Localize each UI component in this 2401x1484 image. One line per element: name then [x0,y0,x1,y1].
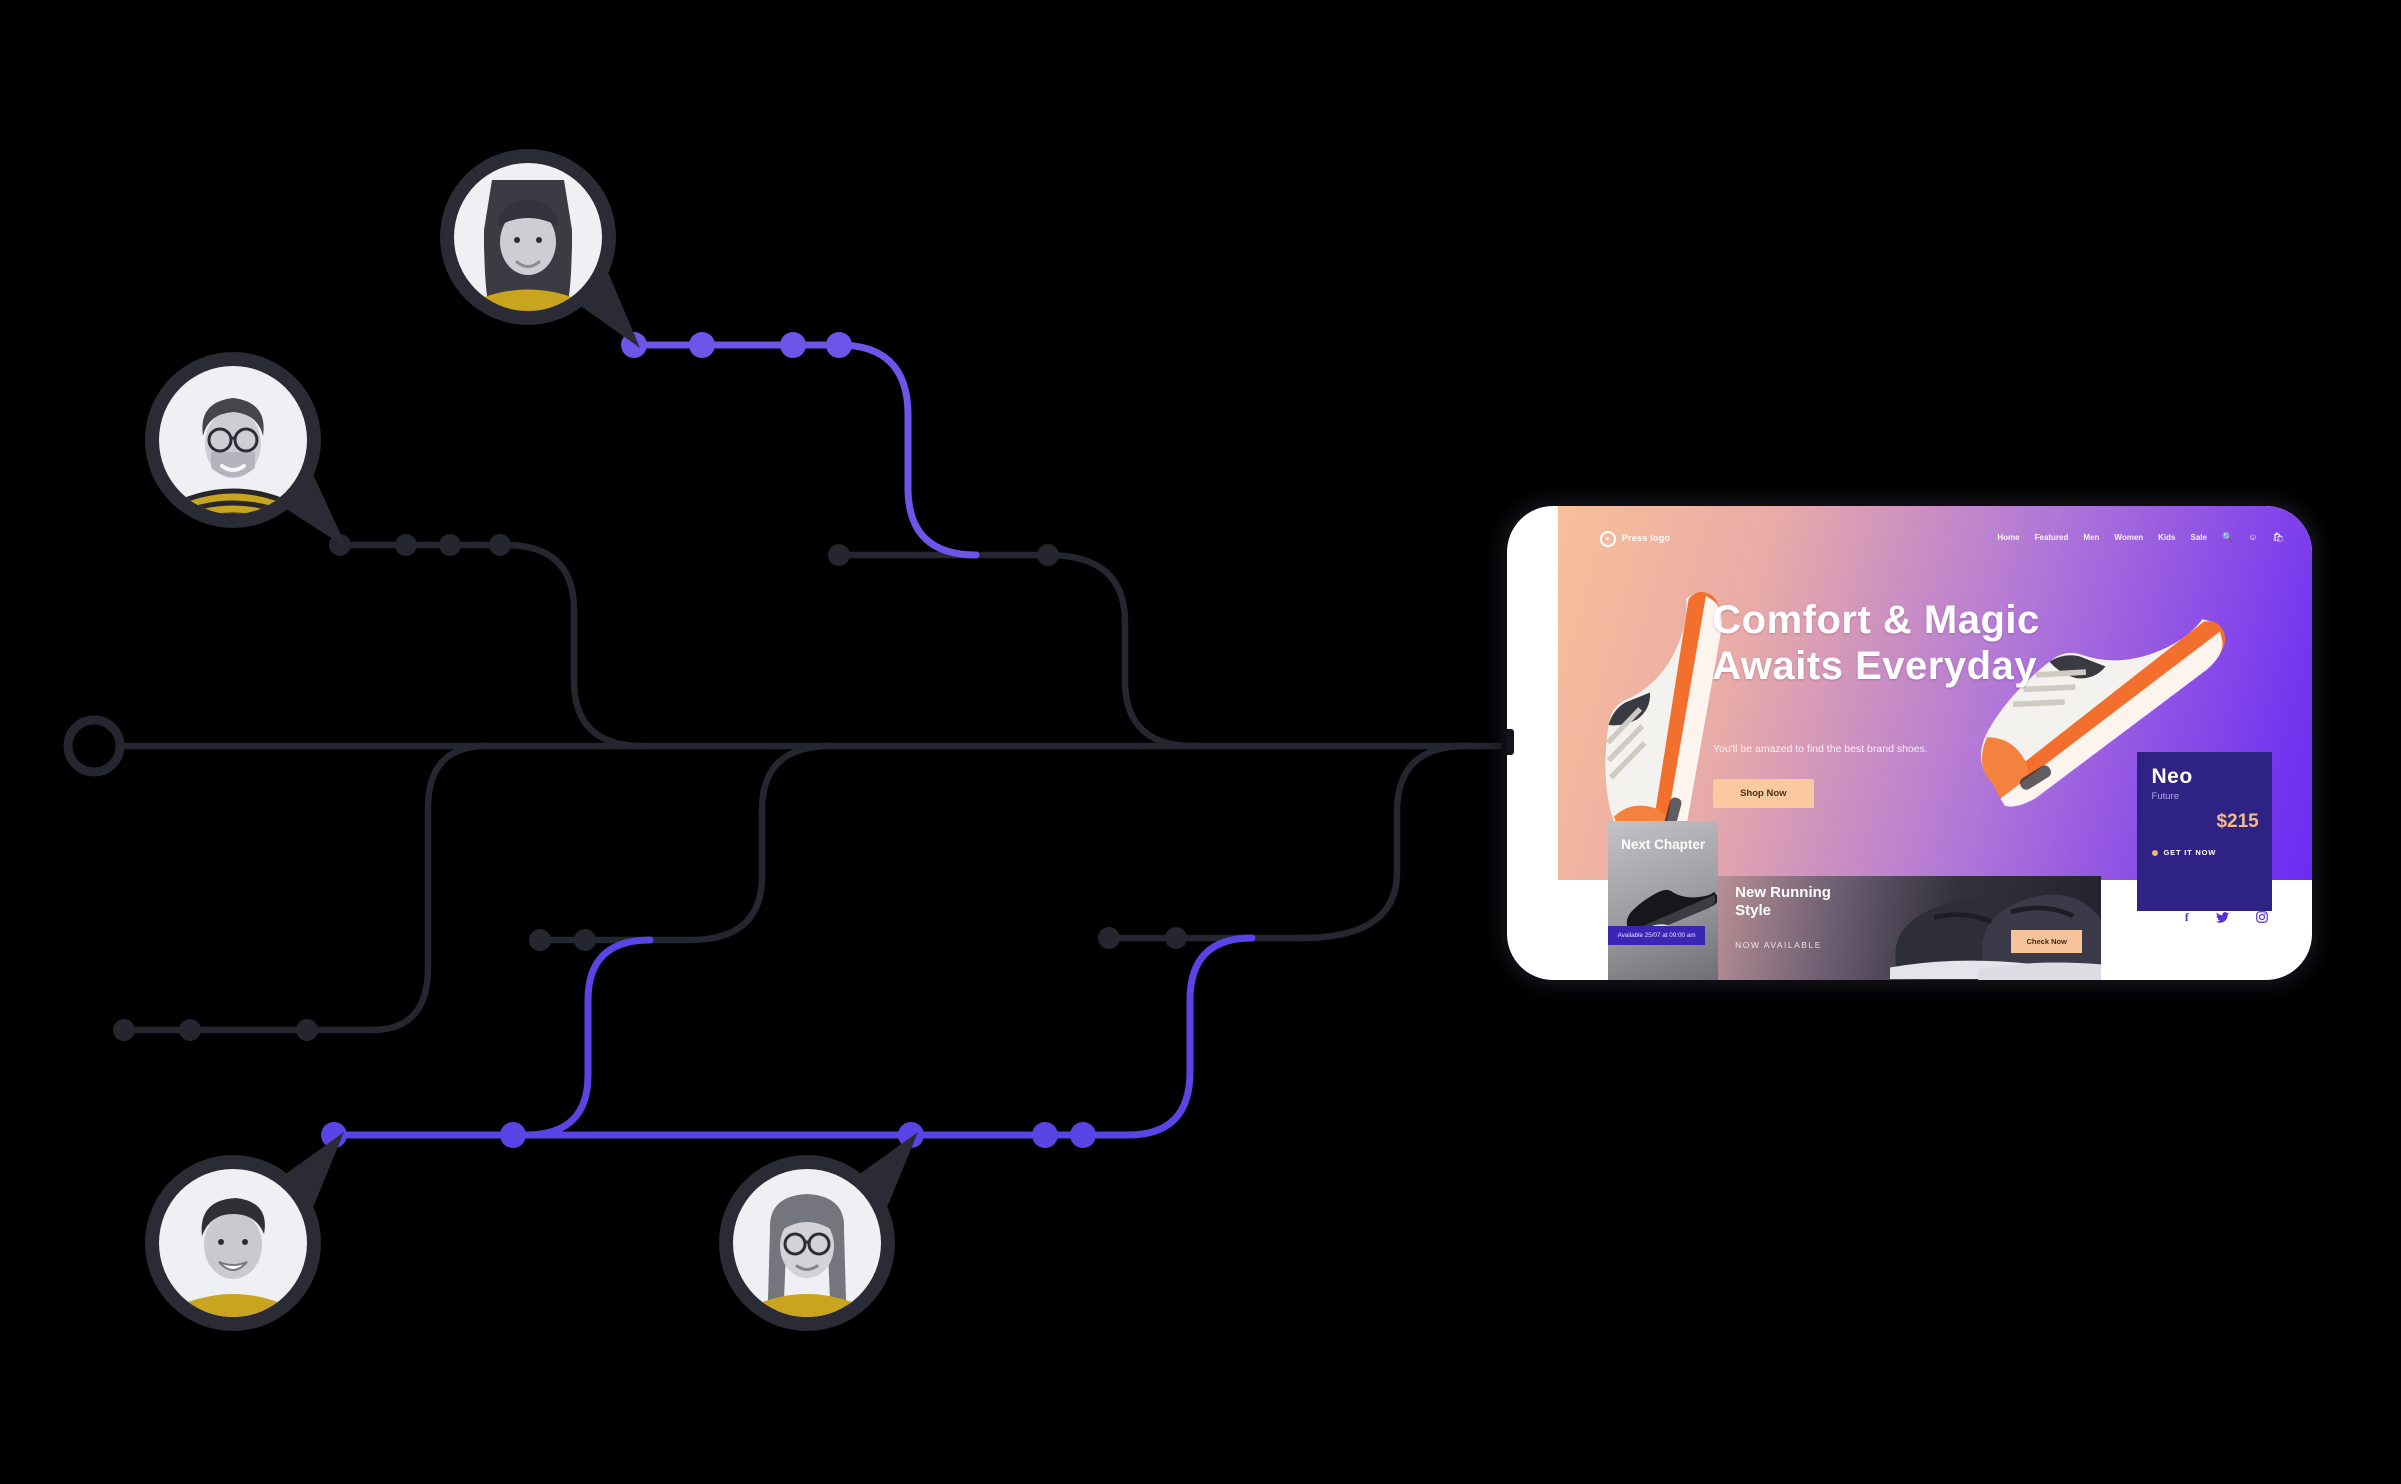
purple-line-top [630,341,980,559]
running-title: New Running Style [1735,884,1831,920]
product-card: Neo Future $215 GET IT NOW [2136,752,2272,912]
get-it-now-button[interactable]: GET IT NOW [2151,848,2259,857]
dark-running-shoes-image [1890,894,2102,980]
avatar-4 [719,1132,918,1331]
branch-mid-upper [835,551,1197,750]
branch-lower-mid [536,742,834,944]
social-links: f [2185,911,2268,923]
next-chapter-title: Next Chapter [1621,837,1706,853]
shop-now-button[interactable]: Shop Now [1713,778,1814,808]
nav-women[interactable]: Women [2114,532,2144,542]
avatar-1 [440,149,640,348]
running-status: NOW AVAILABLE [1735,940,1822,951]
user-icon[interactable]: ☺ [2248,531,2258,542]
instagram-icon[interactable] [2255,911,2268,924]
dark-connector-lines [63,541,1511,1034]
product-price: $215 [2216,811,2259,833]
nav-men[interactable]: Men [2083,532,2100,542]
avatar-3 [145,1132,344,1331]
avatar-2 [145,352,347,548]
connector-port [1507,728,1514,755]
purple-line-bottom [330,934,1256,1139]
logo-icon [1599,530,1616,547]
facebook-icon[interactable]: f [2184,910,2189,925]
site-logo[interactable]: Press logo [1599,530,1671,547]
bag-icon[interactable]: 🛍 [2272,531,2284,542]
purple-drop [522,936,654,1139]
branch-lower-left [120,742,490,1034]
next-chapter-card[interactable]: Next Chapter Available 25/07 at 09:00 am [1608,821,1718,980]
search-icon[interactable]: 🔍 [2221,531,2234,542]
product-name: Neo [2151,765,2193,789]
purple-connector-lines [330,341,1256,1139]
origin-ring [63,715,125,777]
twitter-icon[interactable] [2215,911,2229,923]
dark-nodes [113,534,1187,1041]
hero-subtitle: You'll be amazed to find the best brand … [1713,743,1928,755]
check-now-button[interactable]: Check Now [2011,929,2082,953]
browser-mockup: Press logo Home Featured Men Women Kids … [1507,506,2312,980]
main-nav: Home Featured Men Women Kids Sale 🔍 ☺ 🛍 [1997,531,2284,542]
purple-nodes [321,332,1096,1148]
nav-kids[interactable]: Kids [2158,532,2176,542]
nav-featured[interactable]: Featured [2034,532,2069,542]
availability-strip: Available 25/07 at 09:00 am [1608,925,1705,945]
bullet-icon [2151,849,2158,856]
branch-avatar2 [336,541,646,750]
nav-sale[interactable]: Sale [2190,532,2207,542]
branch-lower-right [1105,742,1469,942]
running-banner: New Running Style NOW AVAILABLE Check No… [1717,875,2102,980]
product-line: Future [2151,791,2179,803]
hero-title: Comfort & Magic Awaits Everyday [1712,598,2040,689]
logo-text: Press logo [1621,533,1671,545]
nav-home[interactable]: Home [1997,532,2020,542]
